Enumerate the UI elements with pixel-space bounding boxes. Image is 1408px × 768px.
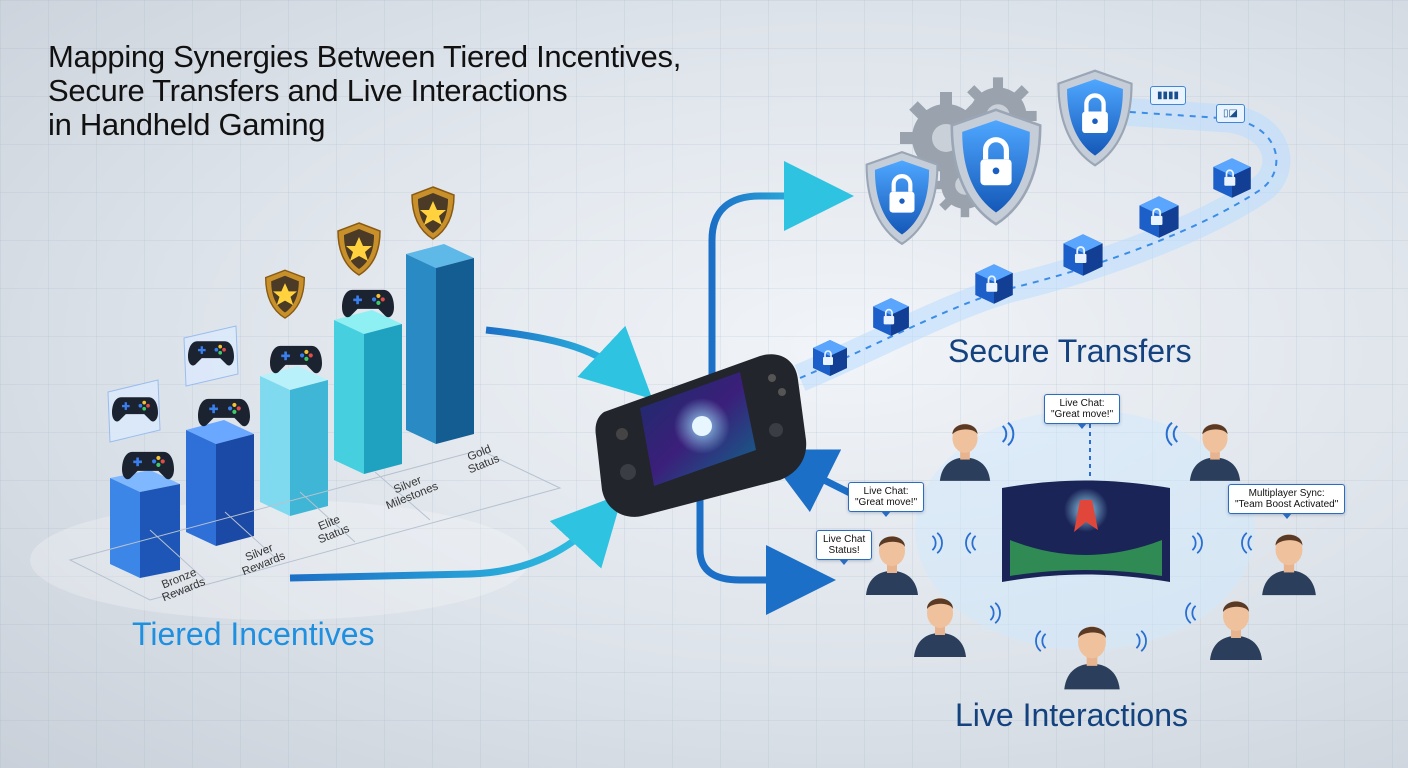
- arrow-icon: [696, 500, 836, 615]
- shield-lock-icon: [1058, 71, 1131, 166]
- handheld-console-icon: [595, 354, 807, 517]
- page-title: Mapping Synergies Between Tiered Incenti…: [48, 40, 868, 142]
- floating-gamepad-card: [107, 379, 161, 443]
- star-badge-icon: [337, 222, 381, 276]
- section-label-live-interactions: Live Interactions: [955, 697, 1189, 733]
- shield-lock-icon: [867, 152, 938, 244]
- star-badge-icon: [264, 269, 306, 319]
- title-line-2: Secure Transfers and Live Interactions: [48, 73, 568, 108]
- tier-bar-silver-milestones: [334, 310, 402, 474]
- transfer-path-line: [799, 109, 1278, 379]
- person-avatar-icon: [1210, 601, 1262, 660]
- tier-bar-silver-rewards: [186, 420, 254, 546]
- arrow-icon: [485, 325, 653, 400]
- live-arena-screen: [915, 410, 1255, 650]
- chat-bubble: Live Chat:"Great move!": [1044, 394, 1121, 429]
- title-line-1: Mapping Synergies Between Tiered Incenti…: [48, 39, 682, 74]
- data-badge: ▮▮▮▮: [1150, 86, 1187, 105]
- tier-bar-gold: [406, 244, 474, 444]
- title-line-3: in Handheld Gaming: [48, 107, 326, 142]
- arrow-icon: [289, 493, 623, 582]
- floating-gamepad-card: [183, 325, 239, 387]
- data-badge: ▯◪: [1216, 104, 1245, 123]
- person-avatar-icon: [1262, 534, 1316, 596]
- tier-bar-bronze: [110, 470, 180, 578]
- tier-floor-tiles: [68, 449, 562, 601]
- chat-bubble: Live Chat:"Great move!": [848, 482, 925, 517]
- chat-bubble: Multiplayer Sync:"Team Boost Activated": [1228, 484, 1346, 519]
- star-badge-icon: [411, 186, 455, 240]
- person-avatar-icon: [866, 536, 918, 595]
- arrow-icon: [762, 449, 854, 513]
- section-label-tiered-incentives: Tiered Incentives: [132, 616, 375, 652]
- arrow-icon: [708, 161, 854, 400]
- section-label-secure-transfers: Secure Transfers: [948, 333, 1192, 369]
